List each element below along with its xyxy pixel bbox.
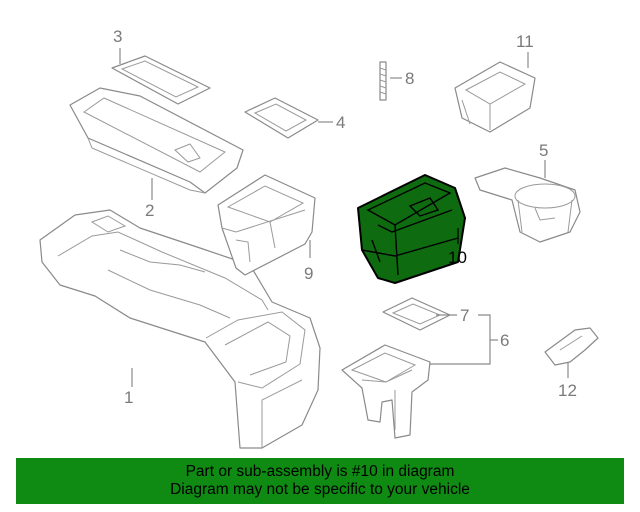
part-small-mat: [244, 97, 319, 139]
part-cupholder-insert: [474, 167, 581, 243]
part-tray-mat: [111, 55, 211, 105]
callout-7[interactable]: 7: [460, 306, 469, 325]
part-bin-11: [454, 61, 536, 133]
banner-line-2: Diagram may not be specific to your vehi…: [170, 481, 470, 498]
part-storage-tray: [69, 87, 244, 194]
info-banner: Part or sub-assembly is #10 in diagram D…: [16, 458, 624, 504]
callout-4[interactable]: 4: [336, 113, 345, 132]
part-bin-9: [217, 174, 316, 276]
callout-12[interactable]: 12: [558, 381, 577, 400]
callout-11[interactable]: 11: [516, 32, 534, 51]
callout-6[interactable]: 6: [500, 331, 509, 350]
parts-diagram: 1 2 3 4 8 9 10: [39, 27, 599, 449]
callout-3[interactable]: 3: [113, 27, 122, 46]
callout-8[interactable]: 8: [405, 69, 414, 88]
callout-2[interactable]: 2: [145, 201, 154, 220]
callout-1[interactable]: 1: [124, 388, 133, 407]
part-bracket-12: [544, 327, 599, 366]
part-cupholder-base: [341, 344, 431, 439]
callout-5[interactable]: 5: [539, 141, 548, 160]
banner-line-1: Part or sub-assembly is #10 in diagram: [185, 463, 455, 480]
callout-9[interactable]: 9: [304, 264, 313, 283]
part-fastener-strip: [379, 61, 387, 101]
part-cupholder-housing-10[interactable]: [357, 174, 466, 284]
callout-10[interactable]: 10: [448, 248, 467, 267]
part-pad-7: [382, 297, 451, 331]
